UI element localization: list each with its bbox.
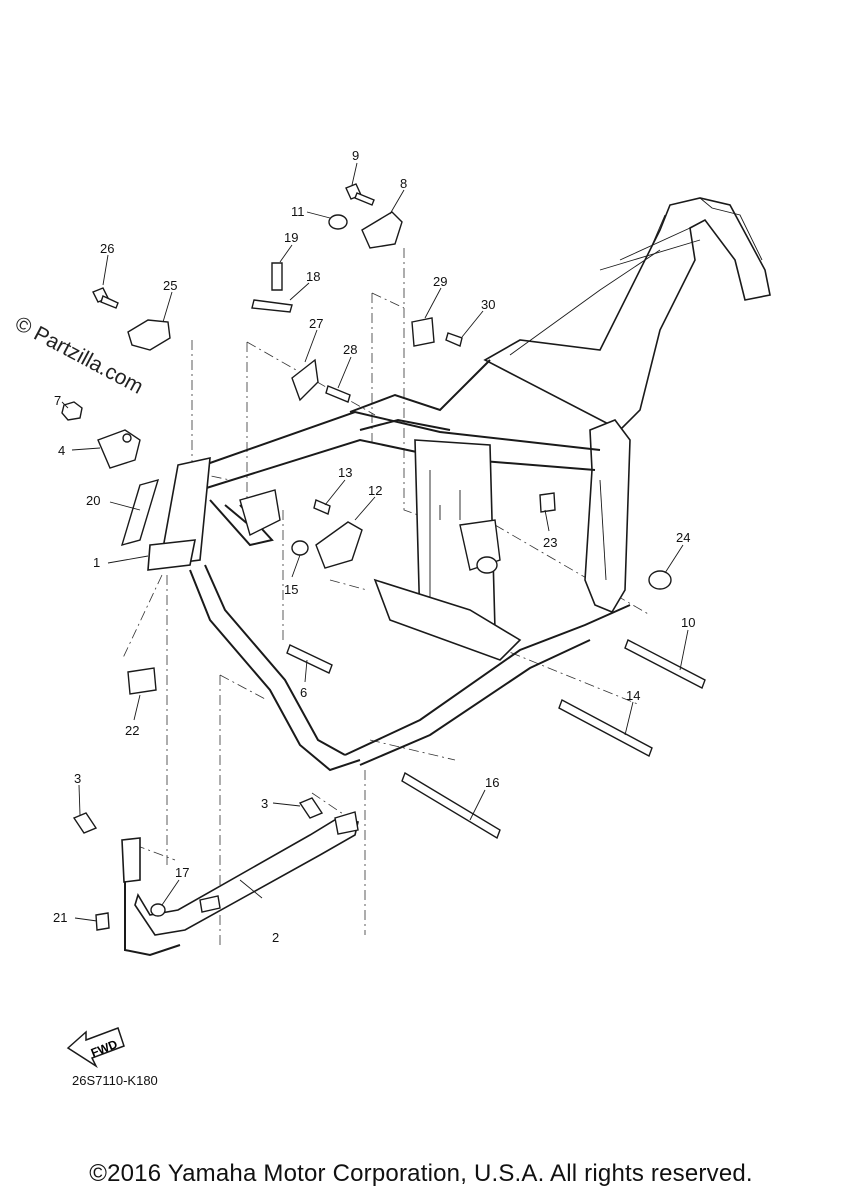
leader-lines xyxy=(61,162,689,922)
callout-27: 27 xyxy=(309,316,323,331)
callout-2: 2 xyxy=(272,930,279,945)
lower-cradle-part-2 xyxy=(121,811,359,957)
motorcycle-frame xyxy=(147,197,771,772)
callout-1: 1 xyxy=(93,555,100,570)
callout-22: 22 xyxy=(125,723,139,738)
callout-4: 4 xyxy=(58,443,65,458)
callout-11: 11 xyxy=(291,204,305,219)
diagram-code: 26S7110-K180 xyxy=(72,1073,158,1088)
callout-9: 9 xyxy=(352,148,359,163)
callout-15: 15 xyxy=(284,582,298,597)
callout-10: 10 xyxy=(681,615,695,630)
callout-7: 7 xyxy=(54,393,61,408)
callout-18: 18 xyxy=(306,269,320,284)
copyright-notice: ©2016 Yamaha Motor Corporation, U.S.A. A… xyxy=(89,1160,753,1187)
callout-25: 25 xyxy=(163,278,177,293)
callout-13: 13 xyxy=(338,465,352,480)
callout-6: 6 xyxy=(300,685,307,700)
callout-29: 29 xyxy=(433,274,447,289)
callout-16: 16 xyxy=(485,775,499,790)
fwd-arrow: FWD xyxy=(66,1027,125,1069)
callout-17: 17 xyxy=(175,865,189,880)
callout-12: 12 xyxy=(368,483,382,498)
callout-14: 14 xyxy=(626,688,640,703)
callout-8: 8 xyxy=(400,176,407,191)
callout-3-upper: 3 xyxy=(74,771,81,786)
callout-20: 20 xyxy=(86,493,100,508)
callout-28: 28 xyxy=(343,342,357,357)
callouts: 1 2 3 3 4 6 7 8 9 10 11 12 13 14 15 16 1… xyxy=(53,148,695,945)
callout-3-lower: 3 xyxy=(261,796,268,811)
callout-19: 19 xyxy=(284,230,298,245)
small-parts xyxy=(61,183,706,931)
callout-24: 24 xyxy=(676,530,690,545)
callout-21: 21 xyxy=(53,910,67,925)
callout-23: 23 xyxy=(543,535,557,550)
callout-30: 30 xyxy=(481,297,495,312)
callout-26: 26 xyxy=(100,241,114,256)
